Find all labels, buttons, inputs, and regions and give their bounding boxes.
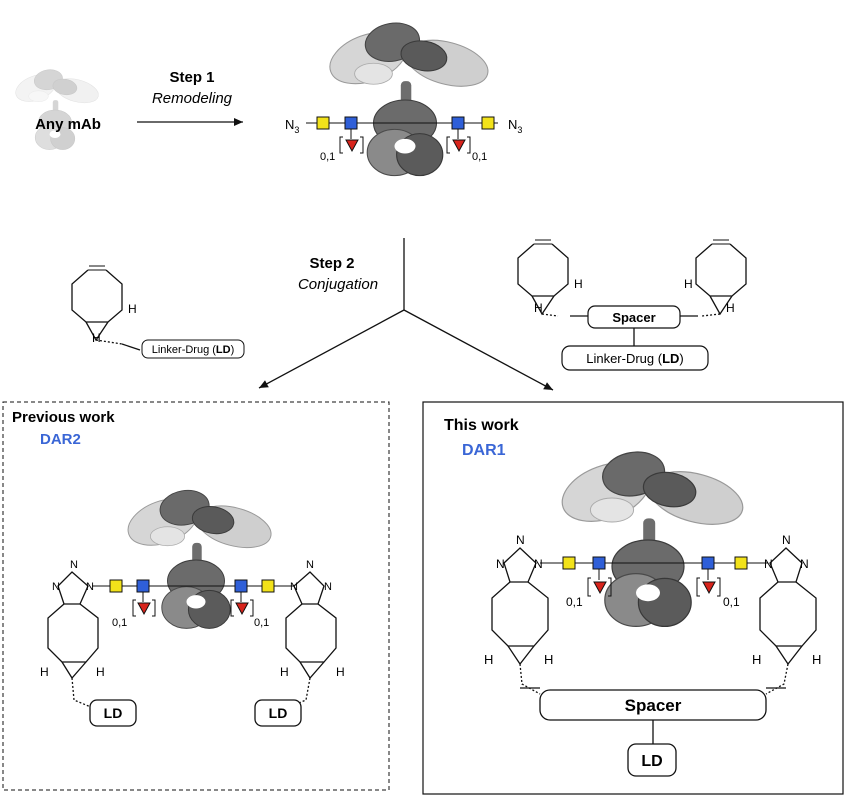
any-mab-label: Any mAb	[35, 116, 101, 133]
n-label: N	[534, 557, 543, 571]
h-label: H	[534, 301, 543, 315]
h-label: H	[812, 652, 821, 667]
h-label: H	[96, 665, 105, 679]
n-label: N	[70, 559, 78, 571]
step2-branch-arrows	[258, 238, 554, 391]
n-label: N	[764, 557, 773, 571]
h-label: H	[484, 652, 493, 667]
previous-work-dar-label: DAR2	[40, 431, 81, 448]
n-label: N	[516, 533, 525, 547]
step1-title: Step 1	[169, 69, 214, 86]
n-label: N	[800, 557, 809, 571]
previous-work-ld-label-left: LD	[104, 705, 123, 721]
previous-work-title: Previous work	[12, 409, 115, 426]
repeat-label: 0,1	[254, 617, 269, 629]
reagent-spacer-label: Spacer	[612, 310, 655, 325]
this-work-ld-label: LD	[641, 753, 662, 770]
h-label: H	[544, 652, 553, 667]
azide-left-label: N3	[285, 117, 299, 135]
repeat-label-top-right: 0,1	[472, 151, 487, 163]
h-label: H	[574, 277, 583, 291]
h-label: H	[336, 665, 345, 679]
n-label: N	[782, 533, 791, 547]
reagent-spacer-box	[587, 305, 681, 329]
n-label: N	[290, 581, 298, 593]
reagent-linker-drug-label: Linker-Drug (LD)	[586, 351, 684, 366]
n-label: N	[306, 559, 314, 571]
this-work-panel	[422, 401, 844, 795]
h-label: H	[40, 665, 49, 679]
bis-bcn-reagent-structure	[517, 239, 747, 346]
remodeled-antibody-image	[322, 18, 494, 177]
h-label: H	[726, 301, 735, 315]
azide-right-label: N3	[508, 117, 522, 135]
this-work-spacer-label: Spacer	[625, 696, 682, 715]
n-label: N	[496, 557, 505, 571]
repeat-label-top-left: 0,1	[320, 151, 335, 163]
n-label: N	[52, 581, 60, 593]
n-label: N	[86, 581, 94, 593]
step2-subtitle: Conjugation	[298, 276, 378, 293]
this-work-dar-label: DAR1	[462, 442, 506, 459]
previous-work-panel	[2, 401, 390, 791]
bcn-reagent-structure	[71, 265, 141, 351]
h-label: H	[280, 665, 289, 679]
linker-drug-label: Linker-Drug (LD)	[152, 344, 235, 356]
h-label: H	[752, 652, 761, 667]
step1-subtitle: Remodeling	[152, 90, 233, 107]
h-label: H	[684, 277, 693, 291]
faded-antibody-image	[11, 67, 102, 150]
n-label: N	[324, 581, 332, 593]
this-work-title: This work	[444, 417, 519, 434]
h-label: H	[92, 331, 101, 345]
step2-title: Step 2	[309, 255, 354, 272]
this-work-conjugate	[491, 547, 817, 777]
previous-work-ld-label-right: LD	[269, 705, 288, 721]
this-work-antibody-image	[553, 446, 750, 628]
azide-glycan-chain	[306, 116, 498, 154]
repeat-label: 0,1	[566, 595, 583, 609]
h-label: H	[128, 302, 137, 316]
previous-work-conjugate	[47, 571, 337, 727]
linker-drug-box	[141, 339, 245, 359]
repeat-label: 0,1	[112, 617, 127, 629]
reagent-linker-drug-box	[561, 345, 709, 371]
repeat-label: 0,1	[723, 595, 740, 609]
